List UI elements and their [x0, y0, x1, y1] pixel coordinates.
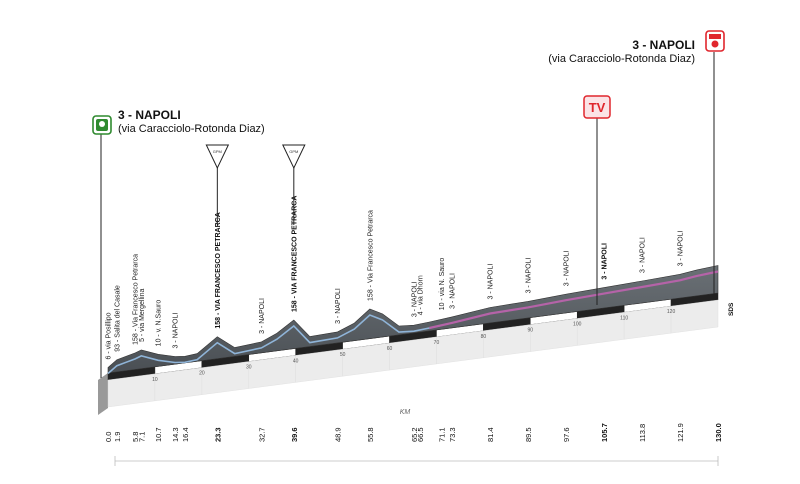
gpm-triangle-icon	[282, 144, 306, 170]
x-tick-label: 20	[199, 371, 205, 377]
waypoint-km: 121.9	[676, 423, 685, 442]
ground-band	[107, 292, 719, 408]
waypoint-name: 6 - via Posillipo	[106, 312, 113, 359]
waypoint-km: 105.7	[600, 423, 609, 442]
waypoint-name: 3 - NAPOLI	[487, 264, 494, 300]
waypoint-name: 3 - NAPOLI	[335, 288, 342, 324]
gpm-label: GPM	[213, 149, 222, 154]
waypoint-km: 113.8	[638, 424, 647, 442]
x-tick-label: 40	[293, 358, 299, 364]
x-tick-label: 10	[152, 377, 158, 383]
axis-unit-label: KM	[400, 409, 411, 416]
route-line-lap	[107, 314, 430, 375]
tv-label: TV	[589, 100, 606, 115]
waypoint-km: 89.5	[524, 427, 533, 442]
waypoint-km: 10.7	[154, 427, 163, 442]
finish-label: 3 - NAPOLI	[632, 38, 695, 52]
waypoint-name: 158 - VIA FRANCESCO PETRARCA	[215, 212, 222, 328]
waypoint-km: 23.3	[213, 427, 222, 442]
finish-sublabel: (via Caracciolo-Rotonda Diaz)	[548, 53, 695, 65]
waypoint-name: 3 - NAPOLI	[449, 273, 456, 309]
waypoint-km: 65.2	[410, 427, 419, 442]
x-tick-label: 110	[620, 315, 628, 321]
waypoint-km: 5.8	[131, 432, 140, 442]
waypoint-name: 4 - via Dhorn	[418, 275, 425, 315]
waypoint-name: 10 - v. N.Sauro	[156, 300, 163, 347]
gpm-markers: GPM GPM	[205, 144, 306, 225]
x-tick-label: 90	[528, 328, 534, 334]
ground-face	[670, 299, 719, 334]
waypoint-km: 7.1	[137, 432, 146, 442]
end-road-label: SDS	[728, 302, 735, 316]
waypoint-km: 39.6	[290, 427, 299, 442]
waypoint-km: 73.3	[448, 427, 457, 442]
waypoint-name: 93 - Salita del Casale	[114, 285, 121, 352]
elevation-area	[107, 265, 719, 374]
gpm-triangle-icon	[205, 144, 230, 170]
waypoint-km: 48.9	[333, 427, 342, 442]
waypoint-name: 158 - VIA FRANCESCO PETRARCA	[291, 196, 298, 312]
gpm-label: GPM	[289, 149, 298, 154]
waypoint-name: 3 - NAPOLI	[411, 281, 418, 317]
waypoint-name: 3 - NAPOLI	[601, 243, 608, 280]
waypoint-km: 55.8	[366, 427, 375, 442]
start-flag-icon	[92, 115, 112, 135]
waypoint-name: 158 - Via Francesco Petrarca	[367, 210, 374, 301]
x-tick-label: 30	[246, 365, 252, 371]
waypoint-km: 81.4	[486, 427, 495, 442]
x-tick-label: 80	[481, 334, 487, 340]
side-wall	[98, 373, 108, 415]
waypoint-km: 66.5	[416, 427, 425, 442]
tv-icon: TV	[583, 95, 611, 119]
x-tick-label: 60	[387, 346, 393, 352]
waypoint-name: 3 - NAPOLI	[563, 250, 570, 286]
route-line-circuit	[429, 270, 719, 330]
waypoint-km: 71.1	[438, 427, 447, 442]
waypoint-km: 32.7	[257, 427, 266, 442]
waypoint-name: 3 - NAPOLI	[259, 298, 266, 334]
waypoint-km: 130.0	[714, 423, 723, 442]
x-tick-label: 120	[667, 309, 676, 315]
x-tick-label: 70	[434, 340, 440, 346]
finish-flag-icon	[705, 30, 725, 52]
waypoint-km: 0.0	[104, 432, 113, 442]
x-tick-label: 50	[340, 352, 346, 358]
waypoint-name: 158 - Via Francesco Petrarca	[133, 254, 140, 345]
waypoint-name: 3 - NAPOLI	[173, 313, 180, 349]
waypoint-name: 3 - NAPOLI	[525, 258, 532, 294]
waypoint-name: 5 - via Mergellina	[139, 289, 146, 342]
waypoint-km: 97.6	[562, 427, 571, 442]
waypoint-name: 3 - NAPOLI	[677, 230, 684, 266]
x-tick-label: 100	[573, 321, 582, 327]
waypoint-name: 3 - NAPOLI	[639, 237, 646, 273]
x-ticks: 10 20 30 40 50 60 70 80 90 100 110 120	[152, 309, 675, 383]
waypoint-km: 1.9	[113, 432, 122, 442]
waypoint-name: 10 - via N. Sauro	[439, 258, 446, 311]
start-sublabel: (via Caracciolo-Rotonda Diaz)	[118, 123, 265, 135]
waypoint-km: 14.3	[171, 427, 180, 442]
waypoint-km: 16.4	[181, 427, 190, 442]
start-label: 3 - NAPOLI	[118, 108, 181, 122]
